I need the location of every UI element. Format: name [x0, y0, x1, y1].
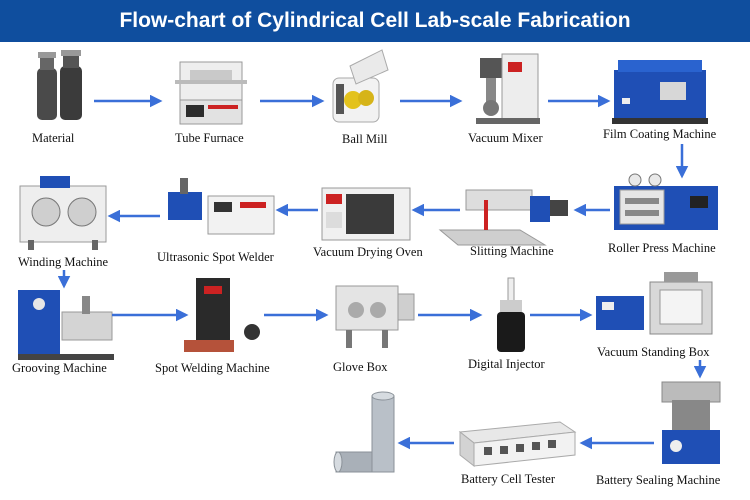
film-coating-machine-image — [612, 60, 708, 124]
label-battery-sealing-machine: Battery Sealing Machine — [596, 473, 721, 487]
ultrasonic-spot-welder-image — [168, 178, 275, 235]
vacuum-drying-oven-image — [321, 187, 411, 241]
label-winding-machine: Winding Machine — [18, 255, 109, 269]
winding-machine-image — [19, 176, 107, 250]
label-glove-box: Glove Box — [333, 360, 388, 374]
label-film-coating-machine: Film Coating Machine — [603, 127, 717, 141]
label-roller-press-machine: Roller Press Machine — [608, 241, 716, 255]
label-tube-furnace: Tube Furnace — [175, 131, 244, 145]
vacuum-standing-box-image — [596, 272, 713, 335]
slitting-machine-image — [438, 189, 568, 246]
label-ultrasonic-spot-welder: Ultrasonic Spot Welder — [157, 250, 274, 264]
battery-cell-tester-image — [458, 421, 577, 468]
flow-arrows — [57, 94, 707, 450]
label-spot-welding-machine: Spot Welding Machine — [155, 361, 270, 375]
ball-mill-image — [332, 49, 389, 123]
spot-welding-machine-image — [184, 278, 260, 352]
page-title: Flow-chart of Cylindrical Cell Lab-scale… — [119, 9, 631, 32]
glove-box-image — [335, 285, 415, 348]
label-slitting-machine: Slitting Machine — [470, 244, 554, 258]
tube-furnace-image — [175, 61, 247, 125]
label-vacuum-mixer: Vacuum Mixer — [468, 131, 543, 145]
label-ball-mill: Ball Mill — [342, 132, 388, 146]
label-material: Material — [32, 131, 75, 145]
label-grooving-machine: Grooving Machine — [12, 361, 107, 375]
material-image — [37, 50, 82, 120]
label-vacuum-standing-box: Vacuum Standing Box — [597, 345, 710, 359]
label-battery-cell-tester: Battery Cell Tester — [461, 472, 556, 486]
digital-injector-image — [497, 277, 525, 352]
cylindrical-cells-image — [333, 391, 395, 473]
label-vacuum-drying-oven: Vacuum Drying Oven — [313, 245, 423, 259]
vacuum-mixer-image — [476, 53, 540, 124]
grooving-machine-image — [18, 290, 114, 360]
title-banner — [0, 0, 750, 42]
roller-press-machine-image — [614, 173, 718, 230]
battery-sealing-machine-image — [661, 381, 721, 464]
label-digital-injector: Digital Injector — [468, 357, 545, 371]
